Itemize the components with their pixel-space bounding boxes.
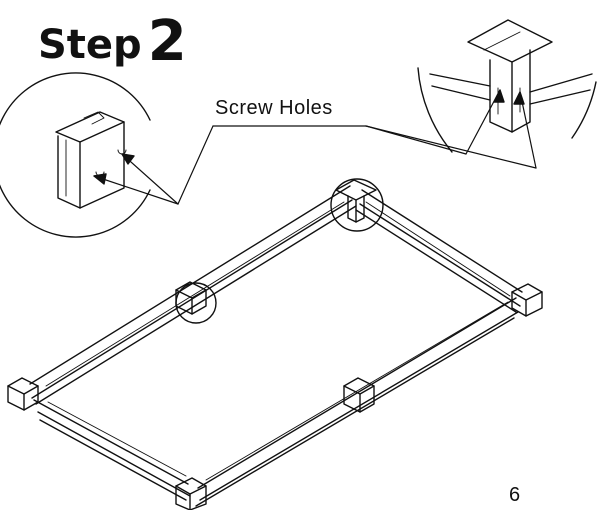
detail-circle-top <box>330 178 384 232</box>
step-heading-number: 2 <box>147 9 187 74</box>
mid-post-right <box>343 377 375 413</box>
detail-inset-right <box>417 19 597 153</box>
mid-post-left <box>175 281 207 315</box>
detail-circle-left <box>175 282 217 324</box>
corner-post-top <box>335 179 377 223</box>
callout-leaders <box>93 89 537 205</box>
frame-rails <box>29 185 523 507</box>
screw-holes-label: Screw Holes <box>215 97 333 119</box>
corner-post-left <box>7 377 39 411</box>
step-heading-word: Step <box>38 22 142 68</box>
corner-post-right <box>511 283 543 317</box>
corner-post-bottom <box>175 477 207 510</box>
page-number: 6 <box>509 484 521 506</box>
